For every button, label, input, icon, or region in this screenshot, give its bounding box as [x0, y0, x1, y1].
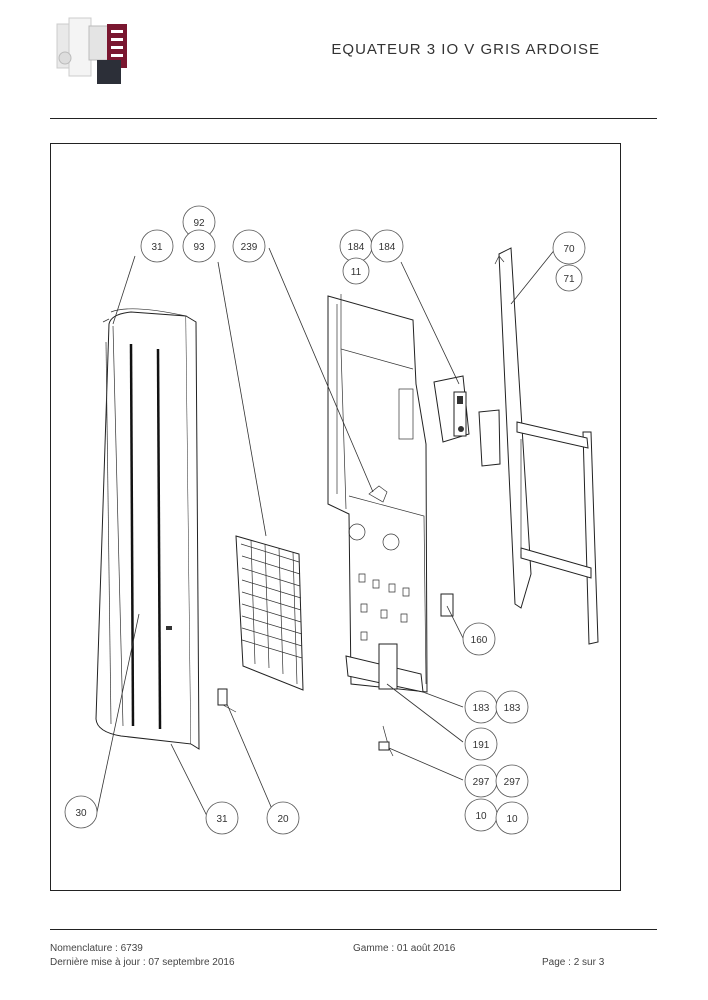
callout-11: 11: [342, 257, 370, 285]
heating-element: [235, 535, 304, 691]
callout-183-left: 183: [464, 690, 498, 724]
callout-239: 239: [232, 229, 266, 263]
cable-assembly: [378, 725, 394, 757]
svg-text:297: 297: [504, 777, 521, 788]
callout-30: 30: [64, 795, 98, 829]
exploded-view-diagram: 92 31 93 239 184 184 11 70 71 160 183: [50, 143, 621, 891]
callout-70: 70: [552, 231, 586, 265]
svg-text:31: 31: [216, 814, 228, 825]
svg-text:10: 10: [506, 814, 518, 825]
svg-text:70: 70: [563, 244, 575, 255]
callout-10-right: 10: [495, 801, 529, 835]
svg-text:71: 71: [563, 274, 575, 285]
svg-text:183: 183: [504, 703, 521, 714]
svg-text:31: 31: [151, 242, 163, 253]
thermostat-module: [433, 375, 501, 467]
callout-191: 191: [464, 727, 498, 761]
svg-text:20: 20: [277, 814, 289, 825]
document-title: EQUATEUR 3 IO V GRIS ARDOISE: [331, 41, 600, 58]
nomenclature-number: Nomenclature : 6739: [50, 943, 143, 954]
svg-text:184: 184: [379, 242, 396, 253]
svg-text:297: 297: [473, 777, 490, 788]
callout-93: 93: [182, 229, 216, 263]
terminal-block: [440, 593, 454, 617]
front-panel: [95, 308, 200, 750]
leader-lines: [96, 247, 557, 817]
footer-divider: [50, 929, 657, 930]
callout-184-right: 184: [370, 229, 404, 263]
wall-bracket: [494, 247, 599, 645]
header-divider: [50, 118, 657, 119]
callout-20: 20: [266, 801, 300, 835]
svg-text:93: 93: [193, 242, 205, 253]
svg-text:184: 184: [348, 242, 365, 253]
back-frame: [327, 294, 428, 693]
callout-31-top: 31: [140, 229, 174, 263]
callout-71: 71: [555, 264, 583, 292]
callout-297-left: 297: [464, 764, 498, 798]
svg-text:160: 160: [471, 635, 488, 646]
range-date: Gamme : 01 août 2016: [353, 943, 456, 954]
callout-10-left: 10: [464, 798, 498, 832]
svg-text:30: 30: [75, 808, 87, 819]
brand-logo: [55, 16, 135, 86]
last-update-date: Dernière mise à jour : 07 septembre 2016: [50, 957, 235, 968]
callout-297-right: 297: [495, 764, 529, 798]
svg-text:239: 239: [241, 242, 258, 253]
svg-text:10: 10: [475, 811, 487, 822]
svg-text:11: 11: [351, 267, 362, 278]
svg-text:183: 183: [473, 703, 490, 714]
callout-183-right: 183: [495, 690, 529, 724]
svg-text:191: 191: [473, 740, 490, 751]
callout-160: 160: [462, 622, 496, 656]
svg-text:92: 92: [193, 218, 205, 229]
callout-31-bottom: 31: [205, 801, 239, 835]
page-number: Page : 2 sur 3: [542, 957, 605, 968]
callout-184-left: 184: [339, 229, 373, 263]
sensor-part: [217, 688, 237, 713]
